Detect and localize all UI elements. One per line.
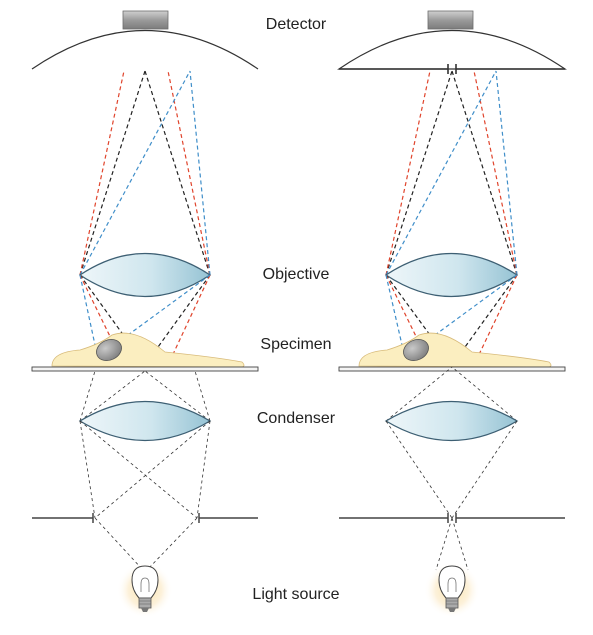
right-light-bulb	[424, 562, 480, 618]
left-panel	[31, 10, 259, 618]
right-upper-rays	[385, 70, 518, 276]
right-condenser-rays	[385, 420, 518, 571]
left-objective-lens	[78, 252, 212, 298]
specimen-label: Specimen	[260, 336, 332, 353]
condenser-label: Condenser	[256, 410, 336, 427]
left-specimen-nucleus	[96, 339, 122, 361]
right-specimen-nucleus	[403, 339, 429, 361]
light-source-label: Light source	[252, 586, 340, 603]
objective-label: Objective	[262, 266, 330, 283]
left-aperture	[32, 513, 258, 523]
right-detector-pinhole	[339, 64, 565, 74]
detector-label: Detector	[265, 16, 327, 33]
right-detector-box	[427, 10, 474, 30]
left-condenser-lens	[78, 400, 212, 442]
right-detector-arc	[337, 30, 567, 70]
right-specimen-slide	[338, 366, 566, 372]
right-specimen-illumination	[385, 366, 518, 422]
left-detector-arc	[31, 30, 259, 70]
left-upper-rays	[79, 70, 211, 276]
left-light-bulb	[117, 562, 173, 618]
left-detector-box	[122, 10, 169, 30]
right-aperture	[339, 513, 565, 523]
right-specimen-cell	[358, 332, 552, 368]
left-condenser-rays	[79, 420, 211, 571]
left-specimen-cell	[51, 332, 245, 368]
right-condenser-lens	[384, 400, 519, 442]
right-panel	[337, 10, 567, 618]
left-specimen-illumination	[79, 370, 211, 422]
left-specimen-slide	[31, 366, 259, 372]
